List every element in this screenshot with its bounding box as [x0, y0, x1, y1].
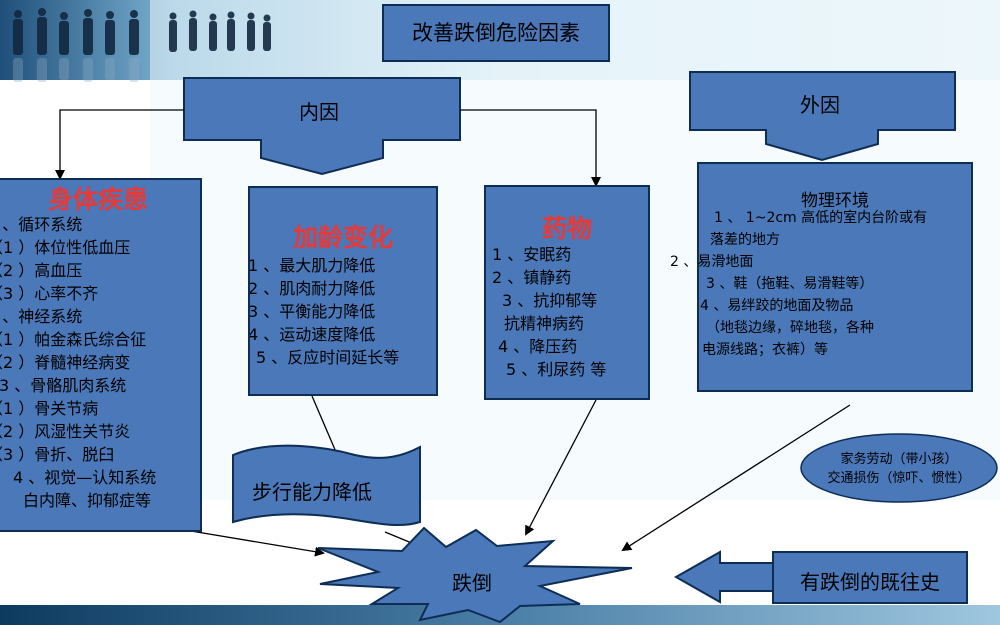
physical-env-box: 物理环境	[697, 162, 973, 392]
history-box: 有跌倒的既往史	[772, 551, 968, 604]
list-item: 白内障、抑郁症等	[23, 491, 152, 510]
connector-internal-to-medicine	[460, 109, 601, 187]
internal-arrow-shape	[183, 77, 461, 176]
list-item: （2 ）脊髓神经病变	[0, 353, 131, 372]
list-item: （1 ）体位性低血压	[0, 238, 131, 257]
list-item: 2 、肌肉耐力降低	[248, 279, 376, 298]
connector-body-to-fall	[184, 529, 325, 557]
list-item: 4 、运动速度降低	[248, 325, 376, 344]
external-label: 外因	[800, 93, 840, 117]
page-title-text: 改善跌倒危险因素	[412, 21, 580, 45]
list-item: （2 ）高血压	[0, 261, 83, 280]
list-item: 2 、易滑地面	[670, 254, 754, 270]
walking-label: 步行能力降低	[252, 480, 372, 504]
list-item: （3 ）心率不齐	[0, 284, 99, 303]
connector-medicine-to-fall	[525, 399, 597, 536]
list-item: 4 、易绊跤的地面及物品	[700, 298, 854, 314]
connector-aging-to-walking	[311, 395, 337, 453]
connector-env-to-fall	[621, 404, 851, 552]
list-item: 抗精神病药	[504, 314, 585, 333]
aging-title: 加龄变化	[292, 223, 393, 252]
accident-oval-shape	[800, 433, 998, 503]
list-item: 5 、反应时间延长等	[256, 348, 400, 367]
list-item: （2 ）风湿性关节炎	[0, 422, 131, 441]
list-item: 电源线路；衣裤）等	[702, 342, 828, 358]
list-item: （地毯边缘，碎地毯，各种	[706, 320, 874, 336]
list-item: 3 、抗抑郁等	[502, 291, 598, 310]
fall-star-shape	[317, 526, 633, 624]
oval-line: 交通损伤（惊吓、惯性）	[827, 471, 971, 486]
list-item: 3 、骨骼肌肉系统	[0, 376, 127, 395]
list-item: 1 、循环系统	[0, 215, 83, 234]
internal-label: 内因	[299, 100, 339, 124]
people-silhouettes	[13, 8, 271, 55]
body-disease-title: 身体疾患	[48, 185, 149, 214]
medicine-box: 药物 1 、安眠药 2 、镇静药 3 、抗抑郁等 抗精神病药 4 、降压药 5 …	[484, 185, 650, 400]
medicine-title: 药物	[541, 214, 592, 243]
accident-oval-text: 家务劳动（带小孩） 交通损伤（惊吓、惯性）	[808, 450, 990, 488]
physical-env-list: 1 、 1~2cm 高低的室内台阶或有 落差的地方 2 、易滑地面 3 、鞋（拖…	[670, 207, 927, 361]
external-arrow-shape	[689, 71, 956, 162]
history-label: 有跌倒的既往史	[800, 570, 940, 594]
walking-banner-shape	[232, 444, 421, 527]
list-item: 2 、镇静药	[492, 268, 572, 287]
physical-env-title: 物理环境	[801, 191, 869, 211]
list-item: 2 、神经系统	[0, 307, 83, 326]
fall-label: 跌倒	[452, 571, 492, 595]
aging-box: 加龄变化 1 、最大肌力降低 2 、肌肉耐力降低 3 、平衡能力降低 4 、运动…	[248, 186, 438, 396]
list-item: 1 、最大肌力降低	[248, 256, 376, 275]
list-item: 3 、鞋（拖鞋、易滑鞋等）	[706, 276, 874, 292]
list-item: 5 、利尿药 等	[506, 360, 607, 379]
history-arrow-shape	[673, 550, 774, 604]
body-disease-list: 1 、循环系统 （1 ）体位性低血压 （2 ）高血压 （3 ）心率不齐 2 、神…	[0, 213, 156, 512]
list-item: （3 ）骨折、脱臼	[0, 445, 115, 464]
list-item: （1 ）骨关节病	[0, 399, 99, 418]
list-item: 落差的地方	[710, 232, 780, 248]
connector-internal-to-body	[55, 109, 184, 180]
aging-list: 1 、最大肌力降低 2 、肌肉耐力降低 3 、平衡能力降低 4 、运动速度降低 …	[248, 254, 400, 369]
list-item: 1 、 1~2cm 高低的室内台阶或有	[714, 210, 928, 226]
list-item: （1 ）帕金森氏综合征	[0, 330, 147, 349]
body-disease-box: 身体疾患 1 、循环系统 （1 ）体位性低血压 （2 ）高血压 （3 ）心率不齐…	[0, 178, 202, 532]
list-item: 4 、降压药	[498, 337, 578, 356]
oval-line: 家务劳动（带小孩）	[840, 452, 958, 467]
page-title: 改善跌倒危险因素	[382, 4, 610, 62]
list-item: 3 、平衡能力降低	[248, 302, 376, 321]
list-item: 4 、视觉—认知系统	[13, 468, 157, 487]
medicine-list: 1 、安眠药 2 、镇静药 3 、抗抑郁等 抗精神病药 4 、降压药 5 、利尿…	[492, 243, 606, 381]
list-item: 1 、安眠药	[492, 245, 572, 264]
